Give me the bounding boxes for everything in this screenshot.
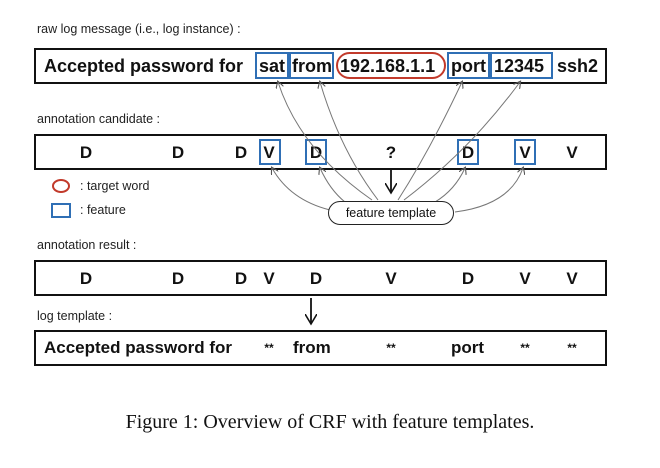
raw-feature-box-from — [289, 52, 334, 79]
candidate-label-9: V — [566, 143, 578, 162]
raw-feature-box-number — [490, 52, 553, 79]
raw-token-accepted-password-for: Accepted password for — [44, 56, 244, 76]
template-token-from: from — [293, 338, 331, 357]
candidate-label-6: ? — [385, 143, 397, 162]
annotation-result-label: annotation result : — [37, 238, 137, 252]
raw-token-sat: sat — [259, 56, 286, 76]
candidate-feature-box-4 — [259, 139, 281, 165]
candidate-label-7: D — [461, 143, 475, 162]
result-label-1: D — [79, 269, 93, 288]
candidate-feature-box-5 — [305, 139, 327, 165]
annotation-candidate-label: annotation candidate : — [37, 112, 161, 126]
result-box — [34, 260, 607, 296]
candidate-label-1: D — [79, 143, 93, 162]
result-label-7: D — [461, 269, 475, 288]
figure-caption: Figure 1: Overview of CRF with feature t… — [125, 411, 535, 433]
result-label-6: V — [385, 269, 397, 288]
template-token-prefix: Accepted password for — [44, 338, 232, 357]
result-label-2: D — [171, 269, 185, 288]
candidate-label-2: D — [171, 143, 185, 162]
legend-target-ellipse-icon — [52, 179, 70, 193]
raw-token-ip: 192.168.1.1 — [340, 56, 436, 76]
raw-feature-box-port — [447, 52, 490, 79]
raw-token-number: 12345 — [494, 56, 545, 76]
candidate-label-8: V — [519, 143, 531, 162]
raw-token-from: from — [292, 56, 332, 76]
raw-token-ssh2: ssh2 — [557, 56, 599, 76]
legend-target-text: : target word — [80, 179, 150, 193]
raw-log-label: raw log message (i.e., log instance) : — [37, 22, 241, 36]
candidate-feature-box-8 — [514, 139, 536, 165]
legend-feature-square-icon — [51, 203, 71, 218]
result-label-3: D — [234, 269, 248, 288]
raw-target-ellipse-ip — [336, 52, 446, 79]
candidate-label-4: V — [263, 143, 275, 162]
raw-token-port: port — [451, 56, 486, 76]
candidate-feature-box-7 — [457, 139, 479, 165]
template-wildcard-2: ** — [386, 341, 396, 355]
result-label-4: V — [263, 269, 275, 288]
candidate-label-3: D — [234, 143, 248, 162]
result-label-5: D — [309, 269, 323, 288]
result-label-8: V — [519, 269, 531, 288]
feature-template-pill: feature template — [328, 201, 454, 225]
template-wildcard-1: ** — [264, 341, 274, 355]
result-label-9: V — [566, 269, 578, 288]
raw-feature-box-sat — [255, 52, 289, 79]
template-token-port: port — [451, 338, 485, 357]
candidate-label-5: D — [309, 143, 323, 162]
template-wildcard-3: ** — [520, 341, 530, 355]
log-template-label: log template : — [37, 309, 113, 323]
template-box — [34, 330, 607, 366]
legend-feature-text: : feature — [80, 203, 126, 217]
template-wildcard-4: ** — [567, 341, 577, 355]
